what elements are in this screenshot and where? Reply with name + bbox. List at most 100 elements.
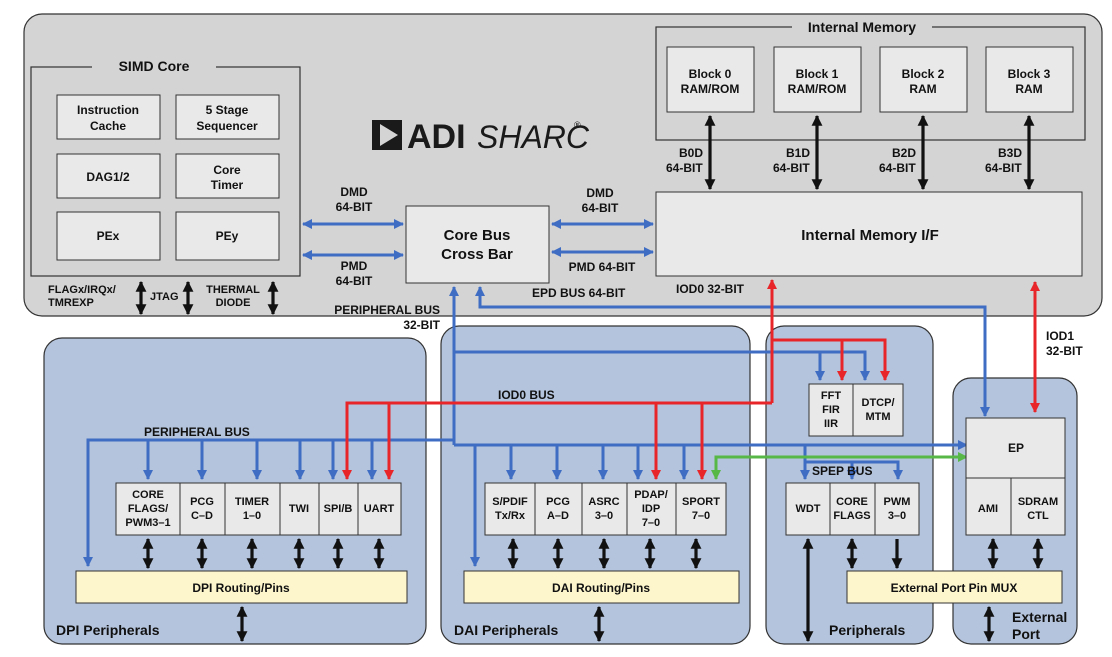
memory-block-3 — [985, 46, 1074, 113]
dai-pdap-block — [626, 482, 677, 536]
dpi-timer-block — [224, 482, 281, 536]
memory-block-1-label-2: RAM/ROM — [788, 82, 847, 96]
dpi-peripherals-title: DPI Peripherals — [56, 622, 160, 638]
memory-block-1 — [773, 46, 862, 113]
core-flags-label-1: CORE — [836, 496, 868, 508]
dmd-right-label-1: DMD — [586, 186, 614, 200]
instruction-cache-label-1: Instruction — [77, 103, 139, 117]
fft-fir-iir-block — [808, 383, 854, 437]
internal-memory-if-label: Internal Memory I/F — [801, 227, 939, 244]
core-flags-block — [829, 482, 876, 536]
dpi-pcg-label-1: PCG — [190, 496, 214, 508]
dpi-timer-label-2: 1–0 — [243, 510, 261, 522]
dmd-left-label-1: DMD — [340, 185, 368, 199]
dtcp-label-2: MTM — [865, 411, 890, 423]
spep-bus-label: SPEP BUS — [812, 464, 872, 478]
iod1-label-2: 32-BIT — [1046, 344, 1083, 358]
pwm-block — [874, 482, 920, 536]
dpi-uart-label: UART — [364, 503, 395, 515]
internal-memory-if-block — [655, 191, 1083, 277]
b2d-label-1: B2D — [892, 146, 916, 160]
pmd-left-label-2: 64-BIT — [336, 274, 373, 288]
b1d-label-2: 64-BIT — [773, 161, 810, 175]
memory-block-2 — [879, 46, 968, 113]
memory-block-3-label-1: Block 3 — [1008, 67, 1051, 81]
dai-peripherals-title: DAI Peripherals — [454, 622, 558, 638]
instruction-cache-label-2: Cache — [90, 119, 126, 133]
peripheral-bus-32bit-label-1: PERIPHERAL BUS — [334, 303, 440, 317]
dpi-pcg-block — [179, 482, 226, 536]
dai-routing-label: DAI Routing/Pins — [552, 581, 650, 595]
sequencer-label-1: 5 Stage — [206, 103, 249, 117]
dai-asrc-label-1: ASRC — [588, 496, 619, 508]
sdram-label-1: SDRAM — [1018, 496, 1058, 508]
dpi-spi-block — [318, 482, 359, 536]
dai-pdap-label-2: IDP — [642, 503, 660, 515]
sequencer-block — [175, 94, 280, 140]
internal-memory-title: Internal Memory — [808, 19, 916, 35]
flags-label-2: TMREXP — [48, 297, 94, 309]
dpi-spi-label: SPI/B — [324, 503, 353, 515]
ep-block — [965, 417, 1066, 479]
epd-bus-line — [474, 285, 991, 418]
iod1-label-1: IOD1 — [1046, 329, 1074, 343]
sdram-label-2: CTL — [1027, 510, 1049, 522]
dai-spdif-block — [484, 482, 536, 536]
memory-block-0 — [666, 46, 755, 113]
peripheral-bus-32bit-label-2: 32-BIT — [403, 318, 440, 332]
pwm-label-2: 3–0 — [888, 510, 906, 522]
crossbar-label-2: Cross Bar — [441, 246, 513, 263]
iod0-uart-line — [347, 401, 395, 481]
dtcp-bus-line — [820, 350, 871, 382]
dai-pdap-label-3: 7–0 — [642, 517, 660, 529]
ep-label: EP — [1008, 441, 1024, 455]
dpi-uart-block — [357, 482, 402, 536]
core-timer-block — [175, 153, 280, 199]
core-timer-label-1: Core — [213, 163, 241, 177]
wdt-label: WDT — [795, 503, 820, 515]
peripheral-bus-label: PERIPHERAL BUS — [144, 425, 250, 439]
dpi-twi-block — [279, 482, 320, 536]
dai-pcg-label-1: PCG — [546, 496, 570, 508]
dag-label: DAG1/2 — [86, 170, 130, 184]
dai-pcg-label-2: A–D — [547, 510, 569, 522]
pey-block — [175, 211, 280, 261]
b3d-label-2: 64-BIT — [985, 161, 1022, 175]
iod0-dtcp-line — [842, 338, 891, 382]
external-port-pin-mux-block — [846, 570, 1063, 604]
peripherals-title: Peripherals — [829, 622, 905, 638]
adi-sharc-logo: ADI SHARC ® — [372, 118, 590, 156]
dai-spdif-label-2: Tx/Rx — [495, 510, 526, 522]
b1d-label-1: B1D — [786, 146, 810, 160]
thermal-label-2: DIODE — [216, 297, 251, 309]
b0d-label-1: B0D — [679, 146, 703, 160]
fft-label-3: IIR — [824, 418, 838, 430]
fft-label-2: FIR — [822, 404, 840, 416]
pwm-label-1: PWM — [884, 496, 911, 508]
memory-block-2-label-2: RAM — [909, 82, 936, 96]
dai-asrc-block — [581, 482, 628, 536]
dag-block — [56, 153, 161, 199]
dpi-core-flags-label-2: FLAGS/ — [128, 503, 168, 515]
core-timer-label-2: Timer — [211, 178, 244, 192]
external-port-title-2: Port — [1012, 626, 1040, 642]
dpi-twi-label: TWI — [289, 503, 309, 515]
logo-registered: ® — [574, 120, 581, 130]
memory-block-2-label-1: Block 2 — [902, 67, 945, 81]
thermal-label-1: THERMAL — [206, 284, 260, 296]
sdram-ctl-block — [1010, 477, 1066, 536]
memory-block-0-label-2: RAM/ROM — [681, 82, 740, 96]
sequencer-label-2: Sequencer — [196, 119, 258, 133]
dai-sport-block — [675, 482, 727, 536]
dmd-right-label-2: 64-BIT — [582, 201, 619, 215]
dai-spdif-label-1: S/PDIF — [492, 496, 528, 508]
ami-block — [965, 477, 1012, 536]
memory-block-0-label-1: Block 0 — [689, 67, 732, 81]
dai-sport-label-2: 7–0 — [692, 510, 710, 522]
dai-sport-label-1: SPORT — [682, 496, 720, 508]
dtcp-mtm-block — [852, 383, 904, 437]
external-port-title-1: External — [1012, 609, 1067, 625]
dpi-core-flags-label-3: PWM3–1 — [125, 517, 170, 529]
iod0-bus-label: IOD0 BUS — [498, 388, 555, 402]
